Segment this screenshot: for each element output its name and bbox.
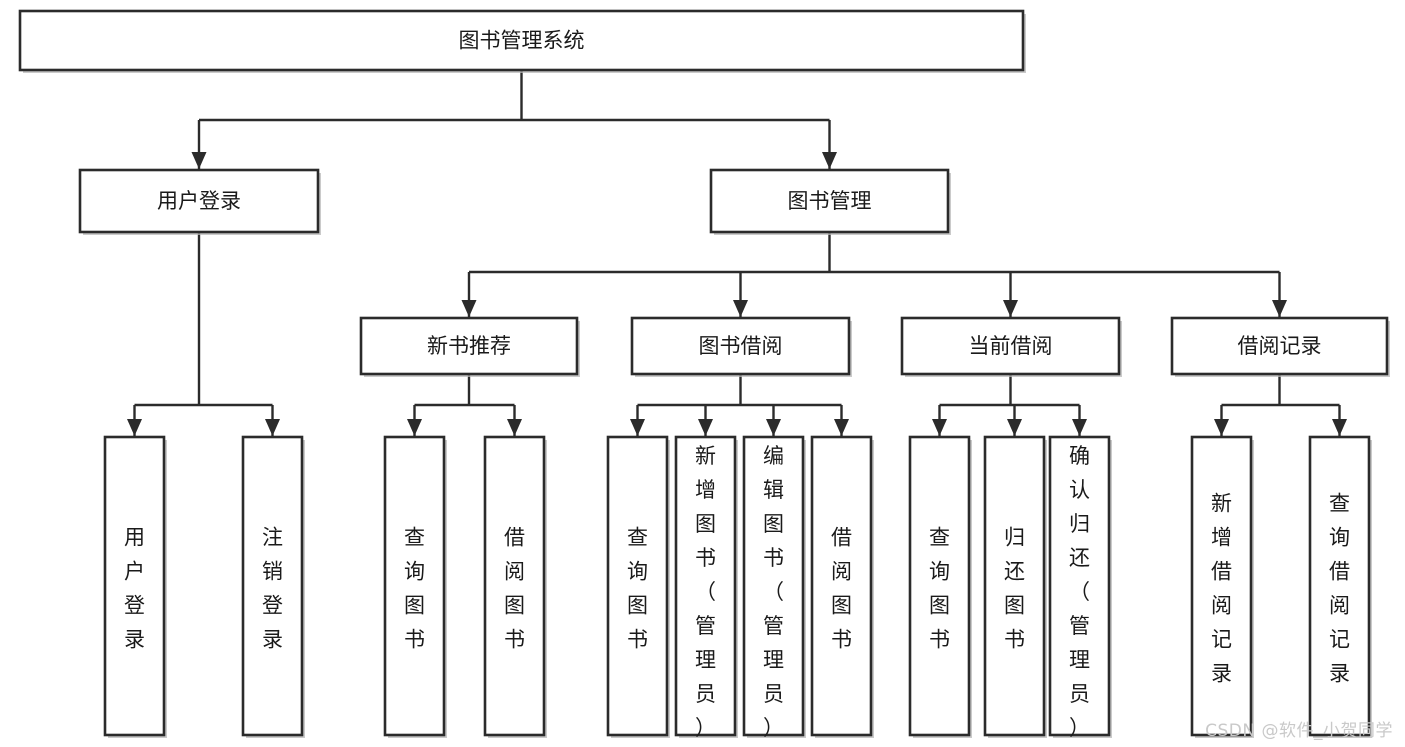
node-leaf-4[interactable]: 查询图书 <box>606 435 670 738</box>
node-label: 新增图书（管理员） <box>695 444 716 740</box>
node-label: 确认归还（管理员） <box>1069 444 1090 740</box>
arrow-head-icon <box>630 419 645 436</box>
arrow-head-icon <box>1003 300 1018 317</box>
arrow-head-icon <box>507 419 522 436</box>
node-level3-3[interactable]: 借阅记录 <box>1170 316 1390 377</box>
node-level2-0[interactable]: 用户登录 <box>78 168 321 235</box>
arrow-head-icon <box>1072 419 1087 436</box>
node-rect[interactable] <box>1190 435 1253 737</box>
node-label: 查询图书 <box>404 526 425 652</box>
node-leaf-6[interactable]: 编辑图书（管理员） <box>742 435 806 740</box>
watermark-text: CSDN @软件_小贺同学 <box>1205 721 1393 741</box>
node-rect[interactable] <box>900 316 1121 376</box>
node-rect[interactable] <box>18 9 1025 72</box>
node-rect[interactable] <box>630 316 851 376</box>
node-rect[interactable] <box>1170 316 1389 376</box>
node-layer: 图书管理系统用户登录图书管理新书推荐图书借阅当前借阅借阅记录用户登录注销登录查询… <box>18 9 1390 740</box>
node-label: 查询图书 <box>627 526 648 652</box>
node-label: 查询图书 <box>929 526 950 652</box>
node-leaf-5[interactable]: 新增图书（管理员） <box>674 435 738 740</box>
node-label: 图书管理系统 <box>459 29 585 53</box>
node-rect[interactable] <box>103 435 166 737</box>
node-rect[interactable] <box>908 435 971 737</box>
arrow-head-icon <box>834 419 849 436</box>
node-label: 新书推荐 <box>427 334 511 358</box>
node-leaf-11[interactable]: 新增借阅记录 <box>1190 435 1254 738</box>
node-label: 查询借阅记录 <box>1329 492 1350 686</box>
arrow-head-icon <box>1007 419 1022 436</box>
node-level3-0[interactable]: 新书推荐 <box>359 316 580 377</box>
node-rect[interactable] <box>709 168 950 234</box>
node-label: 图书借阅 <box>699 334 783 358</box>
node-level3-2[interactable]: 当前借阅 <box>900 316 1122 377</box>
arrow-head-icon <box>932 419 947 436</box>
arrow-head-icon <box>461 300 477 317</box>
arrow-head-icon <box>1214 419 1229 436</box>
node-leaf-12[interactable]: 查询借阅记录 <box>1308 435 1372 738</box>
node-leaf-8[interactable]: 查询图书 <box>908 435 972 738</box>
node-label: 当前借阅 <box>969 334 1053 358</box>
node-level3-1[interactable]: 图书借阅 <box>630 316 852 377</box>
node-rect[interactable] <box>78 168 320 234</box>
node-leaf-7[interactable]: 借阅图书 <box>810 435 874 738</box>
arrow-head-icon <box>1332 419 1347 436</box>
node-label: 借阅图书 <box>504 526 525 652</box>
node-rect[interactable] <box>359 316 579 376</box>
node-rect[interactable] <box>742 435 805 737</box>
node-leaf-10[interactable]: 确认归还（管理员） <box>1048 435 1112 740</box>
node-label: 用户登录 <box>124 526 145 652</box>
node-label: 归还图书 <box>1004 526 1025 652</box>
node-label: 新增借阅记录 <box>1211 492 1232 686</box>
arrow-head-icon <box>265 419 280 436</box>
arrow-head-icon <box>698 419 713 436</box>
arrow-head-icon <box>766 419 781 436</box>
node-root-0[interactable]: 图书管理系统 <box>18 9 1026 73</box>
arrow-head-icon <box>191 152 207 169</box>
node-rect[interactable] <box>241 435 304 737</box>
node-label: 图书管理 <box>788 189 872 213</box>
node-leaf-9[interactable]: 归还图书 <box>983 435 1047 738</box>
node-rect[interactable] <box>1048 435 1111 737</box>
node-rect[interactable] <box>810 435 873 737</box>
node-leaf-0[interactable]: 用户登录 <box>103 435 167 738</box>
node-label: 注销登录 <box>262 526 283 652</box>
node-rect[interactable] <box>483 435 546 737</box>
node-rect[interactable] <box>383 435 446 737</box>
arrow-head-icon <box>822 152 837 169</box>
arrow-head-icon <box>407 419 422 436</box>
node-leaf-3[interactable]: 借阅图书 <box>483 435 547 738</box>
node-rect[interactable] <box>606 435 669 737</box>
node-rect[interactable] <box>1308 435 1371 737</box>
arrow-head-icon <box>127 419 142 436</box>
node-label: 用户登录 <box>157 189 241 213</box>
node-label: 借阅图书 <box>831 526 852 652</box>
node-rect[interactable] <box>983 435 1046 737</box>
arrow-head-icon <box>1272 300 1287 317</box>
node-label: 借阅记录 <box>1238 334 1322 358</box>
arrow-head-icon <box>733 300 748 317</box>
connector-layer <box>127 70 1347 436</box>
node-rect[interactable] <box>674 435 737 737</box>
node-label: 编辑图书（管理员） <box>763 444 784 740</box>
node-leaf-1[interactable]: 注销登录 <box>241 435 305 738</box>
node-level2-1[interactable]: 图书管理 <box>709 168 951 235</box>
node-leaf-2[interactable]: 查询图书 <box>383 435 447 738</box>
